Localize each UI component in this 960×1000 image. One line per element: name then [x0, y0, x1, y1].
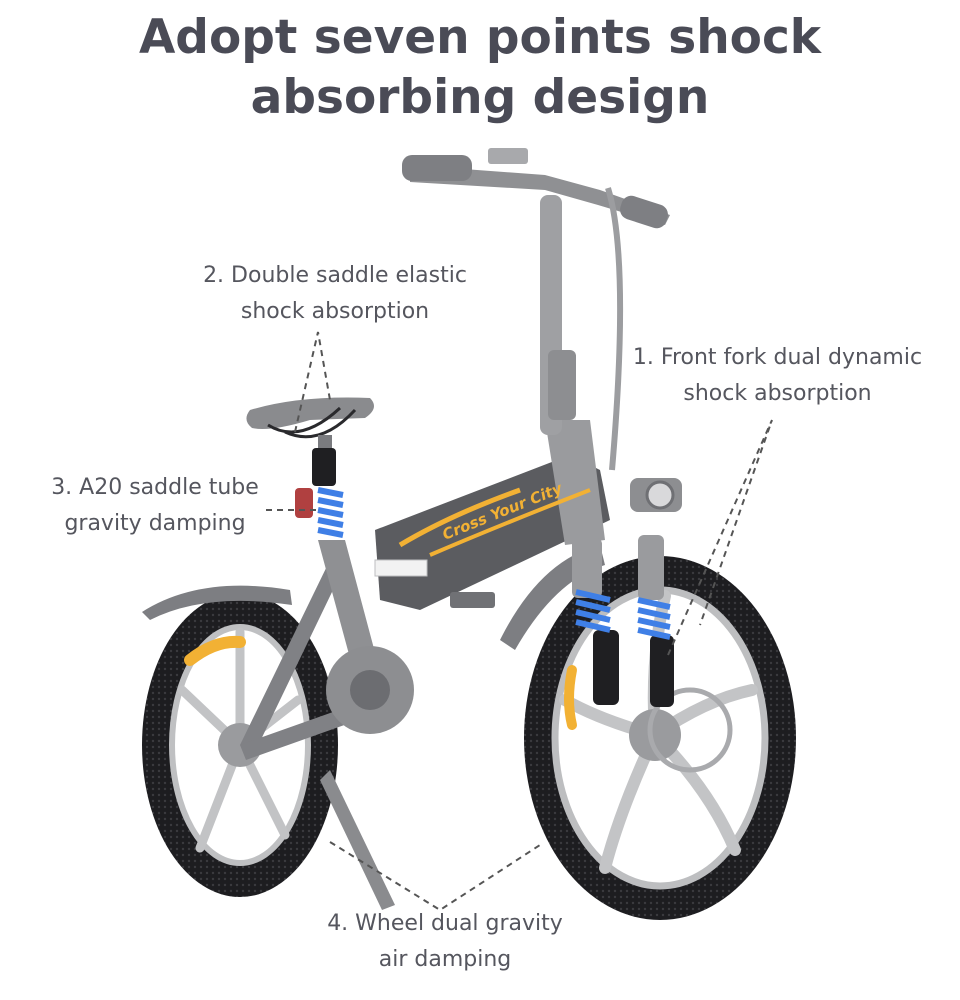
callout-wheel: 4. Wheel dual gravity air damping [290, 906, 600, 978]
callout-fork-line-1: 1. Front fork dual dynamic [632, 345, 923, 370]
callout-fork-line-2: shock absorption [683, 381, 872, 406]
title-line-2: absorbing design [250, 70, 710, 125]
page-title: Adopt seven points shock absorbing desig… [0, 8, 960, 128]
callout-tube-line-1: 3. A20 saddle tube [51, 475, 259, 500]
callout-tube-line-2: gravity damping [64, 511, 246, 536]
saddle-tube-spring [312, 448, 344, 538]
bike-frame [240, 195, 610, 910]
front-wheel [524, 556, 796, 920]
headlight [630, 478, 682, 512]
frame-accent-stripe [429, 488, 591, 557]
callout-fork: 1. Front fork dual dynamic shock absorpt… [600, 340, 955, 412]
rear-fender [142, 585, 292, 620]
callout-leader-lines [266, 331, 773, 912]
callout-wheel-line-1: 4. Wheel dual gravity [327, 911, 563, 936]
callout-wheel-line-2: air damping [378, 947, 512, 972]
saddle [246, 397, 374, 455]
callout-saddle-line-1: 2. Double saddle elastic [203, 263, 467, 288]
callout-saddle-line-2: shock absorption [240, 299, 430, 324]
callout-tube: 3. A20 saddle tube gravity damping [30, 470, 280, 542]
handlebar [402, 148, 670, 471]
front-fork-spring-left [575, 589, 611, 633]
callout-saddle: 2. Double saddle elastic shock absorptio… [160, 258, 510, 330]
tail-light [295, 488, 313, 518]
frame-latch [374, 559, 428, 577]
front-fork-spring-right [637, 597, 671, 640]
title-line-1: Adopt seven points shock [138, 10, 822, 65]
frame-accent-stripe [398, 487, 521, 548]
